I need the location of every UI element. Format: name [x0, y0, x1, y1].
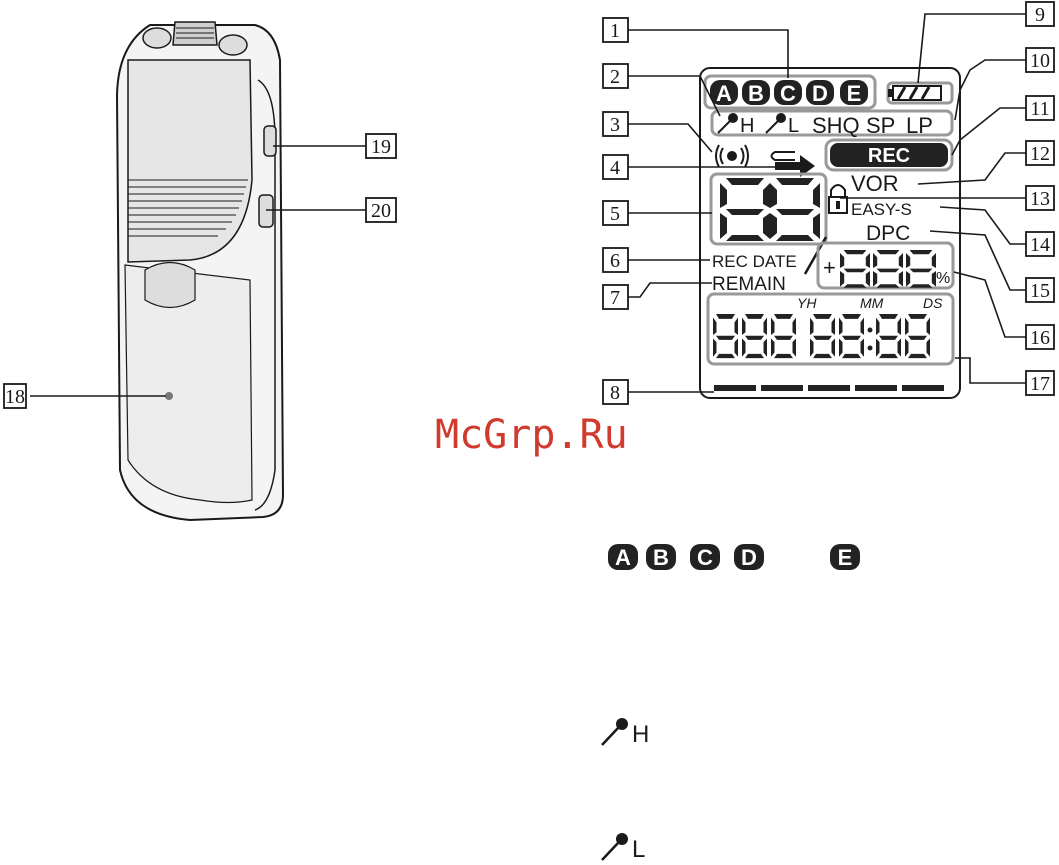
folder-d-icon: D — [806, 80, 834, 106]
svg-text:16: 16 — [1030, 327, 1050, 349]
svg-text:B: B — [748, 81, 764, 106]
time-label-mm: MM — [860, 295, 884, 311]
callout-6: 6 — [603, 248, 628, 272]
svg-text:2: 2 — [610, 66, 620, 88]
folder-b-icon: B — [742, 80, 770, 106]
legend-mic-high-icon: H — [602, 718, 649, 748]
svg-text:13: 13 — [1030, 188, 1050, 210]
callout-14: 14 — [1026, 232, 1054, 256]
svg-text:H: H — [740, 115, 754, 137]
lcd-panel: A B C D E H L SHQ SP LP — [700, 68, 960, 398]
svg-text:9: 9 — [1035, 4, 1045, 26]
callout-19: 19 — [366, 134, 396, 158]
battery-cover-point — [165, 392, 173, 400]
memory-bar — [714, 385, 944, 391]
watermark-text: McGrp.Ru — [435, 412, 628, 458]
svg-text:1: 1 — [610, 20, 620, 42]
callout-7: 7 — [603, 285, 628, 309]
svg-text:7: 7 — [610, 287, 620, 309]
callout-1: 1 — [603, 18, 628, 42]
rec-date-indicator: REC DATE — [712, 252, 797, 271]
svg-text:D: D — [741, 545, 757, 570]
svg-text:H: H — [632, 721, 649, 748]
svg-text:A: A — [615, 545, 631, 570]
svg-text:REC: REC — [868, 145, 910, 167]
svg-text:L: L — [632, 836, 645, 863]
callout-11: 11 — [1026, 96, 1054, 120]
rec-indicator: REC — [826, 140, 952, 170]
svg-text:14: 14 — [1030, 234, 1050, 256]
svg-text:E: E — [847, 81, 862, 106]
legend-folder-a-icon: A — [608, 544, 638, 570]
svg-text:15: 15 — [1030, 280, 1050, 302]
callout-12: 12 — [1026, 141, 1054, 165]
svg-text:3: 3 — [610, 114, 620, 136]
legend-mic-low-icon: L — [602, 833, 645, 863]
svg-text:A: A — [716, 81, 732, 106]
legend-folder-d-icon: D — [734, 544, 764, 570]
folder-a-icon: A — [710, 80, 738, 106]
svg-text:C: C — [780, 81, 796, 106]
folder-c-icon: C — [774, 80, 802, 106]
legend-folder-e-icon: E — [830, 544, 860, 570]
svg-text:17: 17 — [1030, 373, 1050, 395]
mode-lp: LP — [906, 113, 933, 138]
svg-text:11: 11 — [1030, 98, 1049, 120]
remain-indicator: REMAIN — [712, 274, 786, 295]
svg-text:6: 6 — [610, 250, 620, 272]
callout-15: 15 — [1026, 278, 1054, 302]
svg-text:20: 20 — [371, 200, 391, 222]
callout-18: 18 — [4, 384, 26, 408]
svg-text:10: 10 — [1030, 50, 1050, 72]
easy-s-indicator: EASY-S — [851, 200, 912, 219]
svg-text:19: 19 — [371, 136, 391, 158]
svg-text:C: C — [697, 545, 713, 570]
callout-10: 10 — [1026, 48, 1054, 72]
plus-sign: + — [823, 255, 836, 280]
callout-4: 4 — [603, 155, 628, 179]
legend-folder-b-icon: B — [646, 544, 676, 570]
svg-text:8: 8 — [610, 382, 620, 404]
callout-5: 5 — [603, 201, 628, 225]
callout-8: 8 — [603, 380, 628, 404]
svg-text:12: 12 — [1030, 143, 1050, 165]
svg-text:%: % — [936, 270, 950, 287]
svg-text:E: E — [838, 545, 853, 570]
battery-cover-latch — [145, 263, 195, 308]
time-label-ds: DS — [923, 295, 943, 311]
svg-text:L: L — [788, 115, 799, 137]
mode-shq: SHQ — [812, 113, 860, 138]
svg-text:4: 4 — [610, 157, 620, 179]
callout-3: 3 — [603, 112, 628, 136]
recorder-body — [117, 22, 283, 520]
side-switch-20 — [259, 195, 273, 227]
side-switch-19 — [264, 126, 276, 156]
callout-2: 2 — [603, 64, 628, 88]
svg-text:B: B — [653, 545, 669, 570]
callout-9: 9 — [1026, 2, 1054, 26]
vor-indicator: VOR — [851, 171, 899, 196]
svg-text:18: 18 — [5, 386, 25, 408]
callout-17: 17 — [1026, 371, 1054, 395]
mode-sp: SP — [866, 113, 895, 138]
svg-text:5: 5 — [610, 203, 620, 225]
callout-13: 13 — [1026, 186, 1054, 210]
folder-e-icon: E — [840, 80, 868, 106]
time-label-yh: YH — [797, 295, 817, 311]
callout-20: 20 — [366, 198, 396, 222]
legend-folder-c-icon: C — [690, 544, 720, 570]
callout-16: 16 — [1026, 325, 1054, 349]
svg-text:D: D — [812, 81, 828, 106]
